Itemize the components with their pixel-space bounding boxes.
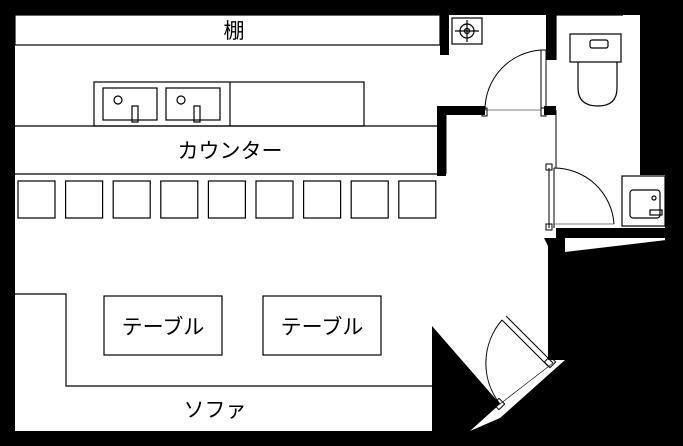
sink-1 — [102, 87, 158, 121]
counter-label: カウンター — [178, 139, 283, 163]
counter-seat-4 — [160, 180, 199, 219]
sink-counter — [93, 81, 365, 127]
corridor-outline — [445, 110, 557, 174]
counter-seat-6 — [255, 180, 294, 219]
table-2-label: テーブル — [281, 315, 364, 339]
table-1 — [103, 295, 223, 356]
sink-2 — [165, 87, 221, 121]
wall-toilet-top — [546, 0, 556, 60]
wall-toilet-bottom — [556, 228, 683, 238]
wall-top — [0, 0, 683, 15]
hand-basin — [621, 175, 666, 227]
wall-corridor-east — [544, 238, 565, 360]
counter-seat-2 — [64, 180, 104, 219]
wall-right-upper — [640, 0, 683, 175]
wall-corridor-top — [437, 106, 485, 115]
counter-seat-7 — [303, 180, 342, 219]
wall-entrance-wedge — [432, 326, 500, 431]
wall-counter-right — [437, 106, 446, 176]
door-entrance — [485, 315, 557, 411]
counter-seat-1 — [17, 180, 56, 219]
counter-seat-5 — [207, 180, 246, 219]
counter-seat-9 — [398, 180, 437, 219]
wall-right-lower — [470, 238, 683, 446]
doors — [481, 49, 615, 411]
counter-seat-3 — [112, 180, 151, 219]
door-toilet-inner — [545, 163, 615, 231]
table-2 — [262, 295, 382, 356]
shelf-outline — [14, 14, 441, 46]
table-1-label: テーブル — [122, 315, 205, 339]
toilet-bowl — [577, 62, 618, 107]
sofa — [15, 293, 432, 387]
crosshair-circle-icon — [451, 17, 483, 45]
wall-toilet-east — [665, 165, 683, 240]
shelf-label: 棚 — [224, 19, 245, 43]
door-toilet-corridor — [481, 49, 547, 117]
counter — [15, 81, 437, 175]
wall-left — [0, 0, 15, 446]
sofa-label: ソファ — [184, 398, 247, 422]
counter-seats — [17, 180, 437, 219]
wall-bottom — [0, 431, 470, 446]
wall-corridor-right — [544, 106, 556, 115]
counter-seat-8 — [350, 180, 389, 219]
shelf — [14, 14, 441, 46]
toilet-tank — [569, 33, 622, 63]
toilet-room — [555, 14, 666, 227]
wall-shelf-divider — [440, 15, 449, 55]
tables — [103, 295, 382, 356]
wall-toilet-right — [623, 0, 640, 15]
